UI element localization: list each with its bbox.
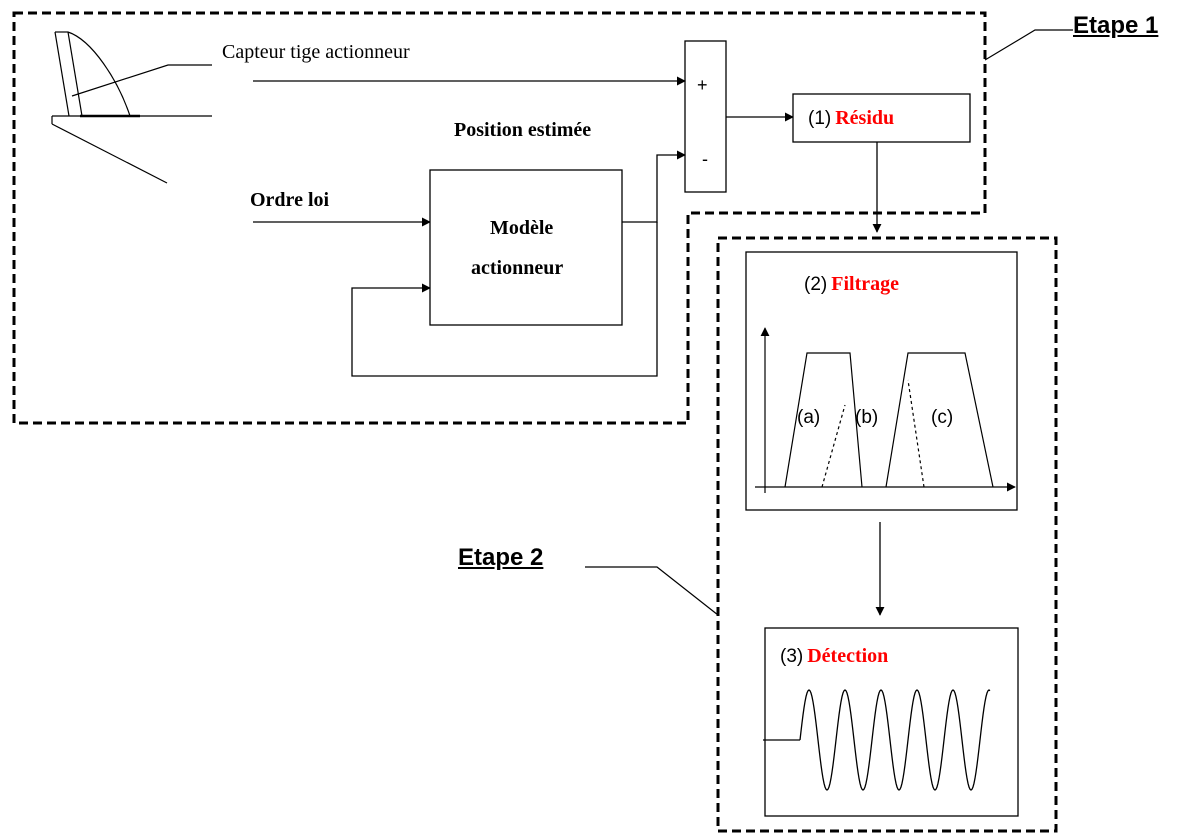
etape2-label: Etape 2 — [458, 544, 544, 571]
detection-sine-wave — [799, 689, 991, 791]
feedback-loop-path — [351, 222, 658, 377]
filtrage-name: Filtrage — [831, 273, 899, 295]
band-a-dotted-edge — [821, 404, 846, 488]
etape1-label: Etape 1 — [1073, 12, 1159, 39]
residu-number: (1) — [808, 108, 832, 129]
filter-graph — [755, 327, 1016, 493]
detection-name: Détection — [807, 645, 889, 667]
capteur-label: Capteur tige actionneur — [222, 41, 410, 63]
ordre-loi-label: Ordre loi — [250, 189, 330, 211]
filter-band-c-label: (c) — [931, 407, 954, 428]
etape1-boundary — [12, 11, 987, 425]
filtrage-number: (2) — [804, 274, 828, 295]
residu-title: (1) Résidu — [808, 108, 894, 128]
summing-junction — [684, 40, 727, 193]
residu-name: Résidu — [835, 107, 895, 129]
etape2-leader — [585, 566, 719, 616]
band-c-dotted-edge — [907, 379, 925, 488]
filtrage-title: (2) Filtrage — [804, 274, 899, 294]
filtrage-block — [745, 251, 1018, 511]
aircraft-tail-icon — [51, 31, 212, 184]
modele-label-line1: Modèle — [490, 217, 554, 239]
etape1-leader — [984, 29, 1073, 61]
position-estimee-label: Position estimée — [454, 119, 592, 141]
filter-band-a-label: (a) — [797, 407, 821, 428]
etape2-boundary — [716, 236, 1058, 833]
detection-title: (3) Détection — [780, 646, 888, 666]
residu-block — [792, 93, 971, 143]
plus-sign: + — [697, 75, 708, 95]
band-c-curve — [885, 352, 994, 488]
minus-sign: - — [702, 149, 708, 169]
modele-label-line2: actionneur — [471, 257, 564, 279]
estimated-position-path — [622, 150, 686, 223]
detection-block — [764, 627, 1019, 817]
detection-number: (3) — [780, 646, 804, 667]
detection-signal — [763, 689, 991, 791]
filter-band-b-label: (b) — [855, 407, 879, 428]
band-a-curve — [784, 352, 863, 488]
modele-actionneur-block — [429, 169, 623, 326]
